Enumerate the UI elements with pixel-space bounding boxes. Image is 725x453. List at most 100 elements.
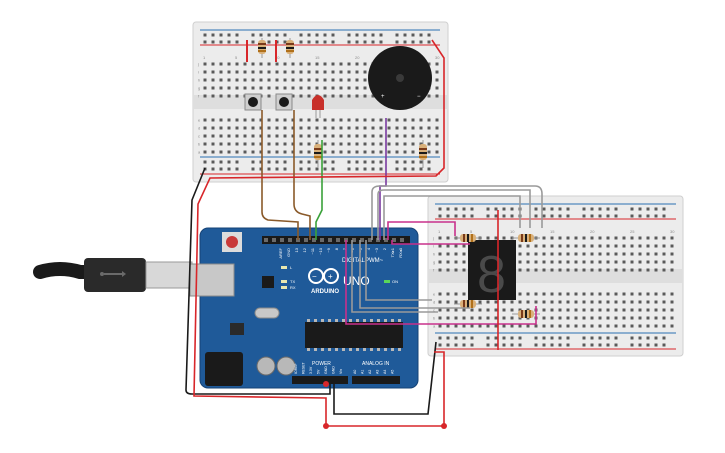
breadboard-hole[interactable] — [355, 70, 359, 74]
breadboard-hole[interactable] — [518, 300, 522, 304]
breadboard-hole[interactable] — [275, 78, 279, 82]
breadboard-hole[interactable] — [542, 236, 546, 240]
breadboard-hole[interactable] — [347, 150, 351, 154]
breadboard-hole[interactable] — [227, 62, 231, 66]
rail-hole[interactable] — [462, 207, 466, 211]
breadboard-hole[interactable] — [566, 260, 570, 264]
breadboard-hole[interactable] — [307, 118, 311, 122]
breadboard-hole[interactable] — [670, 316, 674, 320]
breadboard-hole[interactable] — [331, 126, 335, 130]
breadboard-hole[interactable] — [291, 142, 295, 146]
breadboard-hole[interactable] — [363, 70, 367, 74]
rail-hole[interactable] — [438, 336, 442, 340]
breadboard-hole[interactable] — [534, 252, 538, 256]
breadboard-hole[interactable] — [550, 244, 554, 248]
breadboard-hole[interactable] — [227, 70, 231, 74]
breadboard-hole[interactable] — [259, 62, 263, 66]
breadboard-hole[interactable] — [259, 86, 263, 90]
junction-node-5v[interactable] — [323, 381, 329, 387]
breadboard-hole[interactable] — [299, 94, 303, 98]
breadboard-hole[interactable] — [219, 150, 223, 154]
breadboard-hole[interactable] — [670, 268, 674, 272]
rail-hole[interactable] — [454, 207, 458, 211]
rail-hole[interactable] — [275, 160, 279, 164]
breadboard-hole[interactable] — [355, 78, 359, 82]
breadboard-hole[interactable] — [614, 252, 618, 256]
breadboard-hole[interactable] — [502, 324, 506, 328]
breadboard-hole[interactable] — [646, 292, 650, 296]
breadboard-hole[interactable] — [203, 62, 207, 66]
breadboard-hole[interactable] — [590, 324, 594, 328]
breadboard-hole[interactable] — [387, 134, 391, 138]
breadboard-hole[interactable] — [558, 260, 562, 264]
rail-hole[interactable] — [470, 336, 474, 340]
breadboard-hole[interactable] — [203, 118, 207, 122]
rail-hole[interactable] — [267, 33, 271, 37]
breadboard-hole[interactable] — [347, 62, 351, 66]
breadboard-hole[interactable] — [614, 260, 618, 264]
rail-hole[interactable] — [494, 207, 498, 211]
breadboard-hole[interactable] — [494, 236, 498, 240]
breadboard-hole[interactable] — [646, 252, 650, 256]
breadboard-hole[interactable] — [590, 268, 594, 272]
breadboard-hole[interactable] — [235, 62, 239, 66]
breadboard-hole[interactable] — [251, 150, 255, 154]
breadboard-hole[interactable] — [339, 70, 343, 74]
rail-hole[interactable] — [267, 160, 271, 164]
rail-hole[interactable] — [502, 336, 506, 340]
breadboard-hole[interactable] — [299, 118, 303, 122]
breadboard-hole[interactable] — [606, 236, 610, 240]
breadboard-hole[interactable] — [267, 70, 271, 74]
rail-hole[interactable] — [470, 207, 474, 211]
rail-hole[interactable] — [598, 336, 602, 340]
breadboard-hole[interactable] — [259, 134, 263, 138]
breadboard-hole[interactable] — [654, 316, 658, 320]
breadboard-hole[interactable] — [598, 316, 602, 320]
rail-hole[interactable] — [638, 207, 642, 211]
breadboard-hole[interactable] — [590, 260, 594, 264]
breadboard-hole[interactable] — [299, 62, 303, 66]
rail-hole[interactable] — [494, 336, 498, 340]
rail-hole[interactable] — [355, 160, 359, 164]
breadboard-hole[interactable] — [638, 308, 642, 312]
rail-hole[interactable] — [614, 336, 618, 340]
breadboard-hole[interactable] — [299, 134, 303, 138]
rail-hole[interactable] — [582, 343, 586, 347]
breadboard-hole[interactable] — [622, 260, 626, 264]
breadboard-hole[interactable] — [662, 308, 666, 312]
breadboard-hole[interactable] — [622, 308, 626, 312]
rail-hole[interactable] — [211, 167, 215, 171]
breadboard-hole[interactable] — [347, 86, 351, 90]
rail-hole[interactable] — [315, 160, 319, 164]
wire-magenta-1[interactable] — [387, 221, 456, 240]
breadboard-hole[interactable] — [363, 62, 367, 66]
rail-hole[interactable] — [283, 160, 287, 164]
breadboard-hole[interactable] — [526, 252, 530, 256]
breadboard-hole[interactable] — [259, 78, 263, 82]
breadboard-hole[interactable] — [227, 86, 231, 90]
rail-hole[interactable] — [395, 33, 399, 37]
breadboard-hole[interactable] — [566, 300, 570, 304]
rail-hole[interactable] — [211, 33, 215, 37]
header-pin[interactable] — [304, 238, 308, 242]
breadboard-hole[interactable] — [542, 252, 546, 256]
breadboard-hole[interactable] — [371, 118, 375, 122]
breadboard-hole[interactable] — [275, 62, 279, 66]
breadboard-hole[interactable] — [494, 316, 498, 320]
rail-hole[interactable] — [323, 40, 327, 44]
breadboard-hole[interactable] — [534, 324, 538, 328]
rail-hole[interactable] — [403, 33, 407, 37]
rail-hole[interactable] — [542, 214, 546, 218]
breadboard-hole[interactable] — [582, 316, 586, 320]
breadboard-hole[interactable] — [614, 300, 618, 304]
rail-hole[interactable] — [331, 33, 335, 37]
breadboard-hole[interactable] — [371, 94, 375, 98]
breadboard-hole[interactable] — [211, 70, 215, 74]
breadboard-hole[interactable] — [662, 292, 666, 296]
breadboard-hole[interactable] — [371, 126, 375, 130]
rail-hole[interactable] — [259, 167, 263, 171]
breadboard-hole[interactable] — [427, 150, 431, 154]
breadboard-hole[interactable] — [446, 236, 450, 240]
breadboard-hole[interactable] — [347, 118, 351, 122]
